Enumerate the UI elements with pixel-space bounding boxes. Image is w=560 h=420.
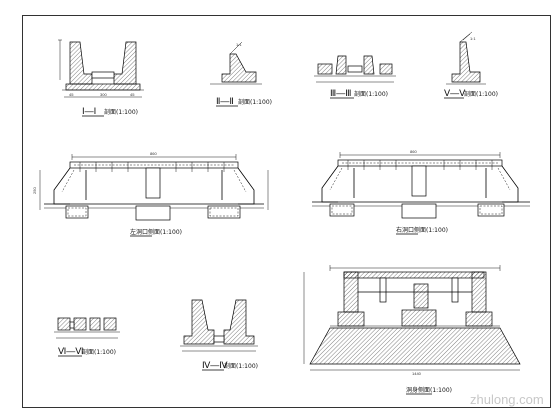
svg-text:1:1: 1:1 — [236, 42, 242, 47]
svg-text:45: 45 — [130, 92, 135, 97]
section-III-III: Ⅲ—Ⅲ 剖面(1:100) — [314, 55, 396, 99]
section-IV-IV-label: Ⅳ—Ⅳ — [202, 360, 228, 370]
right-portal-caption: 右洞口侧面(1:100) — [396, 226, 448, 234]
section-I-I-scale: 剖面(1:100) — [104, 108, 138, 116]
section-VI-VI: Ⅵ—Ⅵ 剖面(1:100) — [54, 317, 120, 357]
section-V-V: 1:1 Ⅴ—Ⅴ 剖面(1:100) — [444, 31, 498, 99]
left-portal-caption: 左洞口侧面(1:100) — [130, 228, 182, 236]
section-VI-VI-scale: 剖面(1:100) — [82, 348, 116, 356]
section-III-III-label: Ⅲ—Ⅲ — [330, 88, 351, 98]
section-II-II-scale: 剖面(1:100) — [238, 98, 272, 106]
right-portal-elevation: 860 右洞口侧面(1:100) — [312, 149, 530, 235]
svg-text:250: 250 — [32, 187, 37, 194]
watermark-text: zhulong.com — [470, 392, 544, 407]
section-I-I: 45 300 45 Ⅰ—Ⅰ 剖面(1:100) — [58, 39, 144, 117]
left-portal-elevation: 860 250 左洞口侧面(1:100) — [32, 151, 269, 237]
section-V-V-scale: 剖面(1:100) — [464, 90, 498, 98]
section-IV-IV: Ⅳ—Ⅳ 剖面(1:100) — [180, 299, 258, 371]
section-II-II: 1:1 Ⅱ—Ⅱ 剖面(1:100) — [210, 41, 272, 107]
svg-text:860: 860 — [410, 149, 417, 154]
longitudinal-caption: 洞身侧面(1:100) — [406, 386, 452, 394]
svg-text:300: 300 — [100, 92, 107, 97]
svg-text:1440: 1440 — [412, 371, 422, 376]
sheet-border — [22, 15, 551, 408]
section-VI-VI-label: Ⅵ—Ⅵ — [58, 346, 84, 356]
svg-text:45: 45 — [69, 92, 74, 97]
section-I-I-label: Ⅰ—Ⅰ — [82, 106, 96, 116]
section-II-II-label: Ⅱ—Ⅱ — [216, 96, 234, 106]
longitudinal-section: 1440 洞身侧面(1:100) — [303, 265, 521, 395]
svg-text:1:1: 1:1 — [470, 36, 476, 41]
section-IV-IV-scale: 剖面(1:100) — [224, 362, 258, 370]
svg-text:860: 860 — [150, 151, 157, 156]
section-III-III-scale: 剖面(1:100) — [354, 90, 388, 98]
section-V-V-label: Ⅴ—Ⅴ — [444, 88, 466, 98]
